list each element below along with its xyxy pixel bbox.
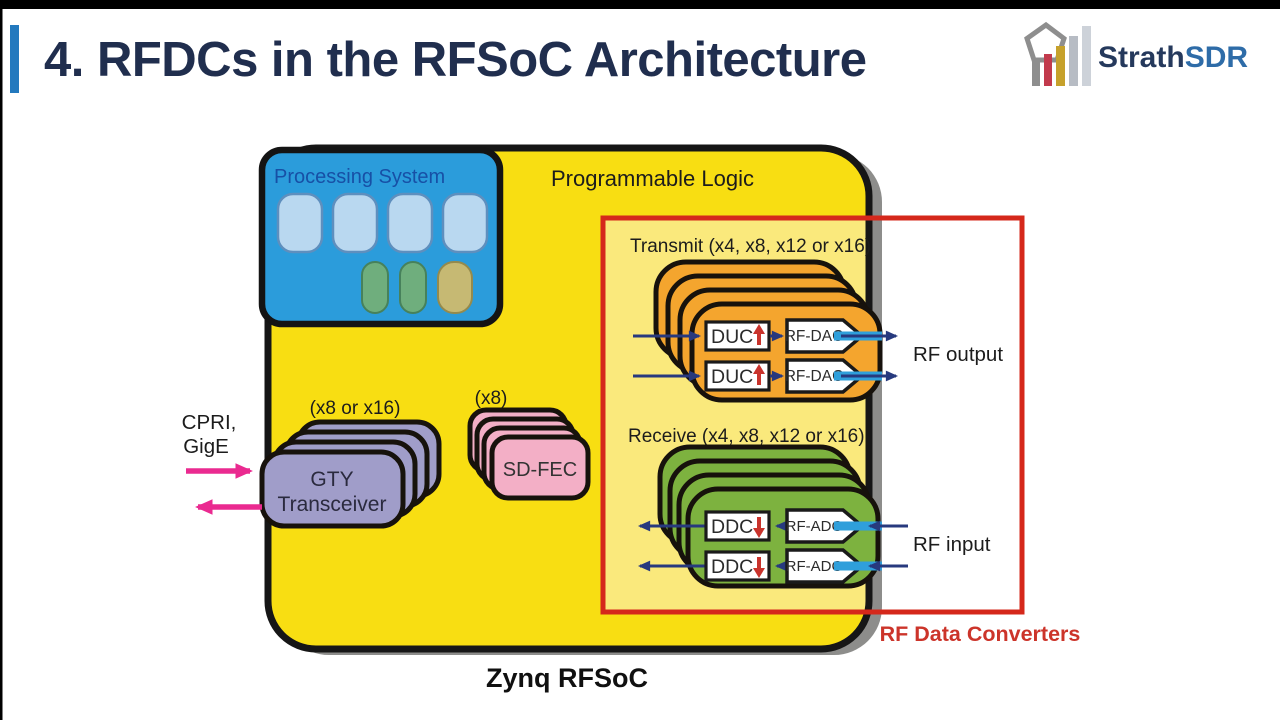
rfdc-caption: RF Data Converters: [880, 622, 1081, 646]
rf-dac-block: [785, 358, 865, 394]
programmable-logic-label: Programmable Logic: [551, 166, 754, 191]
gty-multiplicity-label: (x8 or x16): [310, 398, 401, 419]
up-arrow-icon: [753, 364, 765, 385]
processing-system-label: Processing System: [274, 166, 445, 188]
rf-adc-block: [785, 508, 865, 544]
sdfec-multiplicity-label: (x8): [475, 388, 508, 409]
logo-wordmark: StrathSDR: [1098, 41, 1248, 74]
gty-name-line2: Transceiver: [278, 493, 387, 516]
title-accent-bar: [10, 25, 19, 93]
duc-label: DUC: [711, 326, 753, 348]
rf-adc-label: RF-ADC: [786, 558, 843, 575]
transmit-row-2: DUC RF-DAC: [633, 358, 899, 394]
chip-caption: Zynq RFSoC: [486, 663, 648, 693]
left-edge-bar: [0, 0, 3, 720]
strathsdr-logo: StrathSDR: [1024, 21, 1248, 86]
transmit-row-1: DUC RF-DAC: [633, 318, 899, 354]
duc-label: DUC: [711, 366, 753, 388]
transmit-label: Transmit (x4, x8, x12 or x16): [630, 236, 871, 257]
logo-stem: [1032, 60, 1040, 86]
ddc-label: DDC: [711, 556, 753, 578]
receive-row-1: DDC RF-ADC: [637, 508, 908, 544]
sdfec-card-stack: [467, 407, 591, 501]
ddc-label: DDC: [711, 516, 753, 538]
logo-bars-icon: [1044, 26, 1091, 86]
rf-input-label: RF input: [913, 533, 991, 556]
rf-adc-label: RF-ADC: [786, 518, 843, 535]
chip-border: [264, 144, 873, 653]
rf-dac-label: RF-DAC: [785, 368, 844, 385]
page-title: 4. RFDCs in the RFSoC Architecture: [44, 33, 866, 87]
rf-dac-label: RF-DAC: [785, 328, 844, 345]
top-edge-bar: [0, 0, 1280, 9]
rf-dac-block: [785, 318, 865, 354]
down-arrow-icon: [753, 517, 765, 538]
external-label-line2: GigE: [183, 435, 229, 458]
processing-system-block: Processing System: [258, 146, 504, 328]
rx2-bus-bar: [834, 561, 882, 571]
sdfec-name: SD-FEC: [503, 459, 577, 481]
up-arrow-icon: [753, 324, 765, 345]
receive-label: Receive (x4, x8, x12 or x16): [628, 426, 865, 447]
down-arrow-icon: [753, 557, 765, 578]
gty-card-stack: [259, 419, 442, 529]
rf-adc-block: [785, 548, 865, 584]
receive-row-2: DDC RF-ADC: [637, 548, 908, 584]
gty-name-line1: GTY: [310, 468, 353, 491]
cpu-cores: [276, 192, 489, 314]
rf-output-label: RF output: [913, 343, 1003, 366]
rx1-bus-bar: [834, 521, 882, 531]
external-label-line1: CPRI,: [182, 411, 237, 434]
rfdc-frame: [600, 215, 1025, 615]
